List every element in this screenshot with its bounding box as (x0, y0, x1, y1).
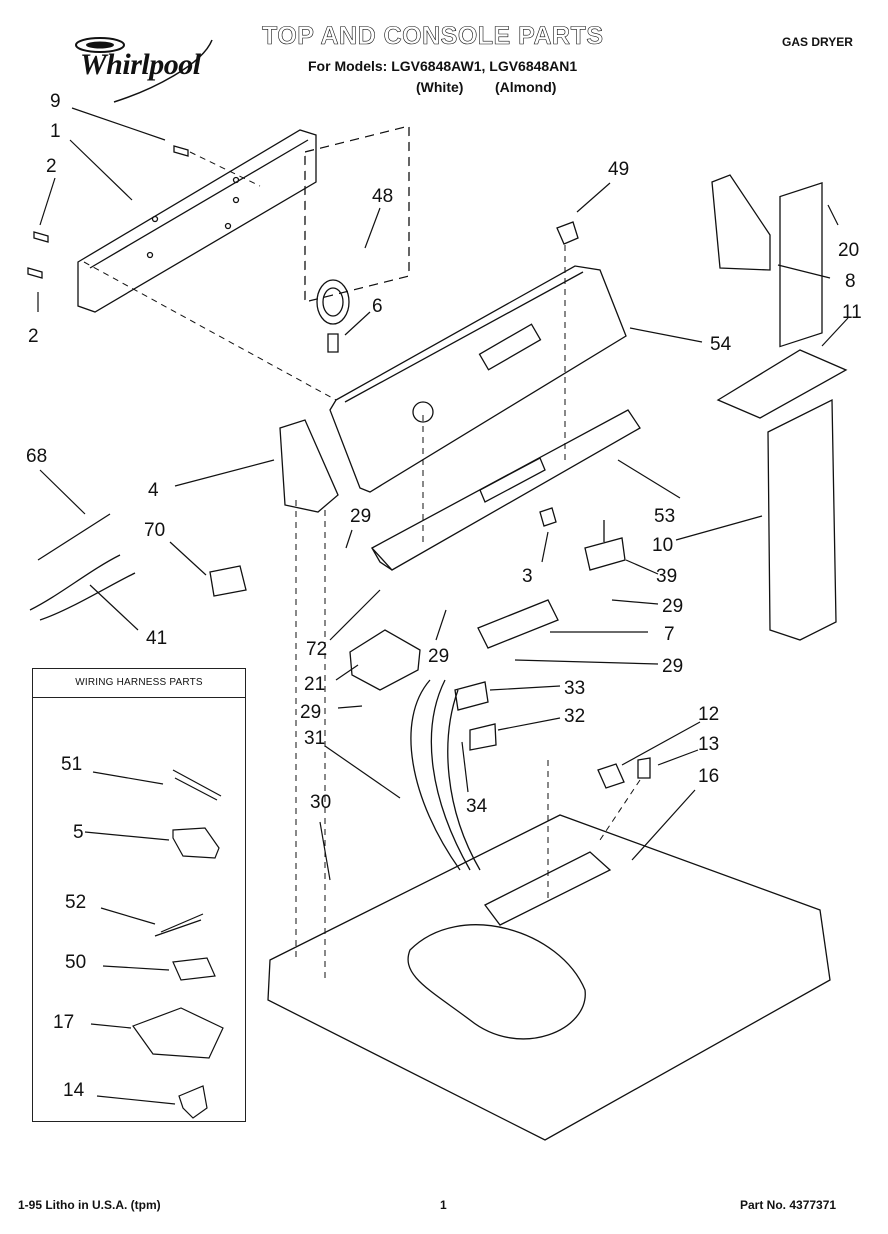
terminal-52-part (154, 913, 204, 937)
product-type: GAS DRYER (782, 35, 853, 49)
part-3 (539, 507, 557, 527)
knob-part (316, 279, 350, 325)
harness-parts-drawing: 51 5 52 50 17 14 (53, 754, 224, 1119)
callout-52: 52 (65, 892, 86, 913)
connector-50-part (172, 957, 216, 981)
control-mount-bracket-part (370, 409, 641, 571)
models-line: For Models: LGV6848AW1, LGV6848AN1 (308, 58, 578, 74)
callout-39: 39 (656, 566, 677, 587)
knob-assembly-box (304, 125, 410, 303)
harness-68 (37, 513, 111, 561)
callout-33: 33 (564, 678, 585, 699)
callout-49: 49 (608, 159, 629, 180)
callout-68: 68 (26, 446, 47, 467)
callout-6: 6 (372, 296, 383, 317)
rear-bracket-part (77, 129, 317, 313)
callout-20: 20 (838, 240, 859, 261)
switch-39-part (584, 537, 626, 571)
top-panel-part (267, 814, 831, 1141)
callout-48: 48 (372, 186, 393, 207)
callout-13: 13 (698, 734, 719, 755)
main-wire-harness (410, 679, 481, 871)
callout-8: 8 (845, 271, 856, 292)
callout-70: 70 (144, 520, 165, 541)
variant-white: (White) (416, 79, 464, 95)
callout-4: 4 (148, 480, 159, 501)
top-harness-loop (407, 924, 586, 1040)
litho-note: 1-95 Litho in U.S.A. (tpm) (18, 1198, 161, 1212)
callout-3: 3 (522, 566, 533, 587)
callout-32: 32 (564, 706, 585, 727)
callout-labels: 9 1 2 2 48 6 49 20 8 54 11 68 4 70 29 53… (26, 91, 862, 817)
screw-9-part (173, 145, 189, 157)
callout-17: 17 (53, 1012, 74, 1033)
callout-16: 16 (698, 766, 719, 787)
callout-29-c: 29 (428, 646, 449, 667)
console-endcap-part (279, 419, 339, 513)
page-title: TOP AND CONSOLE PARTS (262, 22, 604, 51)
part-number: Part No. 4377371 (740, 1198, 837, 1212)
console-panel-part (329, 265, 627, 493)
callout-51: 51 (61, 754, 82, 775)
harness-box-title: WIRING HARNESS PARTS (33, 669, 245, 698)
callout-1: 1 (50, 121, 61, 142)
screw-13-part (637, 757, 651, 779)
callout-14: 14 (63, 1080, 85, 1101)
callout-29-d: 29 (662, 656, 683, 677)
brand-wordmark: Whirlpool (80, 48, 201, 81)
part-70 (209, 565, 247, 597)
part-12 (597, 763, 625, 789)
screw-2b-part (27, 267, 43, 279)
part-8 (711, 174, 771, 271)
button-49-part (556, 221, 579, 245)
clip-14-part (178, 1085, 208, 1119)
callout-7: 7 (664, 624, 675, 645)
callout-29-a: 29 (350, 506, 371, 527)
callout-50: 50 (65, 952, 86, 973)
callout-53: 53 (654, 506, 675, 527)
part-7 (477, 599, 559, 649)
lint-screen-part (716, 349, 848, 419)
screw-2a-part (33, 231, 49, 243)
callout-29-b: 29 (662, 596, 683, 617)
wiring-harness-parts-box: WIRING HARNESS PARTS 51 5 52 50 17 14 (32, 668, 246, 1122)
callout-11: 11 (842, 302, 862, 323)
callout-2-bottom: 2 (28, 326, 39, 347)
lint-housing-part (767, 398, 837, 641)
callout-12: 12 (698, 704, 719, 725)
callout-10: 10 (652, 535, 673, 556)
callout-31: 31 (304, 728, 325, 749)
page-number: 1 (440, 1198, 447, 1212)
callout-5: 5 (73, 822, 84, 843)
callout-9: 9 (50, 91, 61, 112)
whirlpool-logo: Whirlpool (62, 30, 222, 110)
connector-5-part (172, 827, 220, 859)
callout-72: 72 (306, 639, 327, 660)
callout-54: 54 (710, 334, 732, 355)
callout-41: 41 (146, 628, 167, 649)
callout-2-top: 2 (46, 156, 57, 177)
callout-34: 34 (466, 796, 488, 817)
harness-41 (29, 554, 136, 621)
part-21 (349, 629, 421, 691)
callout-30: 30 (310, 792, 331, 813)
callout-21: 21 (304, 674, 325, 695)
callout-29-e: 29 (300, 702, 321, 723)
variant-almond: (Almond) (495, 79, 557, 95)
terminal-51-part (172, 769, 222, 801)
connector-17-part (132, 1007, 224, 1059)
